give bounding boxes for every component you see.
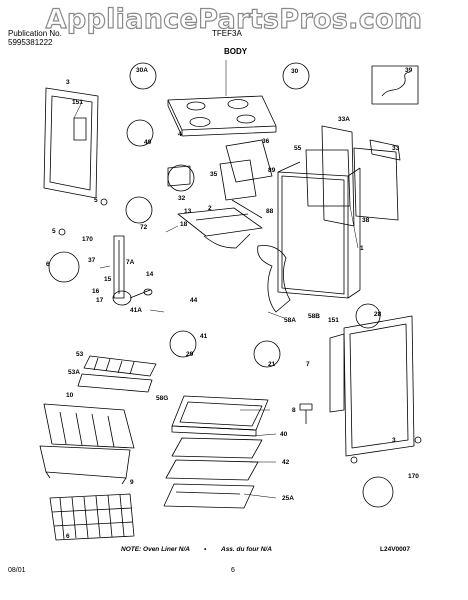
callout-15: 15	[104, 276, 112, 283]
callout-10: 10	[66, 392, 74, 399]
callout-13: 13	[184, 208, 192, 215]
callout-32: 32	[178, 195, 186, 202]
callout-53a: 53A	[68, 369, 80, 376]
callout-6-left: 6	[46, 261, 50, 268]
publication-number: 5995381222	[8, 38, 53, 47]
callout-5-upper: 5	[94, 197, 98, 204]
callout-3-left: 3	[66, 79, 70, 86]
callout-33a: 33A	[338, 116, 350, 123]
back-frame	[277, 161, 361, 299]
callout-21: 21	[268, 361, 276, 368]
callout-25a: 25A	[282, 495, 294, 502]
callout-44: 44	[190, 297, 198, 304]
callout-40: 40	[280, 431, 288, 438]
side-panel-left	[43, 87, 99, 199]
cooktop-part	[167, 95, 277, 137]
callout-55: 55	[294, 145, 302, 152]
detail-circle-30a	[129, 62, 157, 90]
watermark-text: AppliancePartsPros.com	[45, 3, 423, 35]
publication-label: Publication No.	[8, 29, 62, 38]
detail-circle-6-left	[48, 251, 80, 283]
callout-17: 17	[96, 297, 104, 304]
callout-37: 37	[88, 257, 96, 264]
callout-2: 2	[208, 205, 212, 212]
burner-assembly	[177, 199, 263, 249]
detail-circle-49	[126, 119, 154, 147]
oven-bottom-stack	[163, 395, 269, 509]
detail-circle-30	[282, 62, 310, 90]
callout-36: 36	[262, 138, 270, 145]
callout-41a: 41A	[130, 307, 142, 314]
callout-39: 39	[405, 67, 413, 74]
callout-6-bottom: 6	[66, 533, 70, 540]
bracket-7a	[113, 235, 125, 299]
callout-5-lower: 5	[52, 228, 56, 235]
callout-30: 30	[291, 68, 299, 75]
broiler-burner	[77, 355, 157, 393]
callout-3-right: 3	[392, 437, 396, 444]
hardware-small	[58, 198, 422, 464]
callout-18: 18	[180, 221, 188, 228]
callout-89: 89	[268, 167, 276, 174]
note-bullet: •	[204, 546, 207, 553]
callout-9: 9	[130, 479, 134, 486]
note-french: Ass. du four N/A	[221, 546, 272, 553]
callout-42: 42	[282, 459, 290, 466]
callout-8: 8	[292, 407, 296, 414]
detail-circle-72	[125, 196, 153, 224]
oven-rack	[49, 493, 135, 541]
callout-30a: 30A	[136, 67, 148, 74]
callout-28: 28	[374, 311, 382, 318]
callout-72: 72	[140, 224, 148, 231]
valve-assembly	[112, 288, 153, 306]
callout-35: 35	[210, 171, 218, 178]
callout-170-right: 170	[408, 473, 419, 480]
side-panel-right	[329, 315, 415, 457]
callout-16: 16	[92, 288, 100, 295]
control-panel	[167, 139, 273, 201]
drawing-code: L24V0007	[380, 546, 410, 553]
callout-58b: 58B	[308, 313, 320, 320]
callout-circles	[48, 62, 394, 508]
callout-7: 7	[306, 361, 310, 368]
footer-page-number: 6	[231, 567, 235, 574]
callout-4: 4	[178, 131, 182, 138]
broiler-pan	[39, 403, 135, 485]
callout-1: 1	[360, 245, 364, 252]
section-title: BODY	[224, 47, 248, 56]
callout-33: 33	[392, 145, 400, 152]
callout-53: 53	[76, 351, 84, 358]
callout-38: 38	[362, 217, 370, 224]
detail-circle-29	[169, 330, 197, 358]
vent-duct	[257, 245, 291, 313]
callout-7a: 7A	[126, 259, 135, 266]
callout-88: 88	[266, 208, 274, 215]
footer-date: 08/01	[8, 567, 26, 574]
rear-covers	[305, 125, 401, 227]
callout-58g: 58G	[156, 395, 168, 402]
callout-170-left: 170	[82, 236, 93, 243]
callout-labels: 30A 30 39 3 151 4 49 36 55 33A 33 35 89 …	[46, 67, 419, 540]
callout-58a: 58A	[284, 317, 296, 324]
power-cord-box	[371, 65, 419, 105]
detail-circle-28	[355, 303, 381, 329]
callout-14: 14	[146, 271, 154, 278]
callout-151-right: 151	[328, 317, 339, 324]
callout-41: 41	[200, 333, 208, 340]
model-number: TFEF3A	[212, 29, 242, 38]
power-cord-icon	[381, 71, 411, 97]
leader-lines	[73, 60, 359, 499]
note-oven-liner: NOTE: Oven Liner N/A	[121, 546, 190, 553]
callout-151-left: 151	[72, 99, 83, 106]
callout-29: 29	[186, 351, 194, 358]
callout-49: 49	[144, 139, 152, 146]
detail-circle-6-right	[362, 476, 394, 508]
detail-circle-21	[253, 340, 281, 368]
